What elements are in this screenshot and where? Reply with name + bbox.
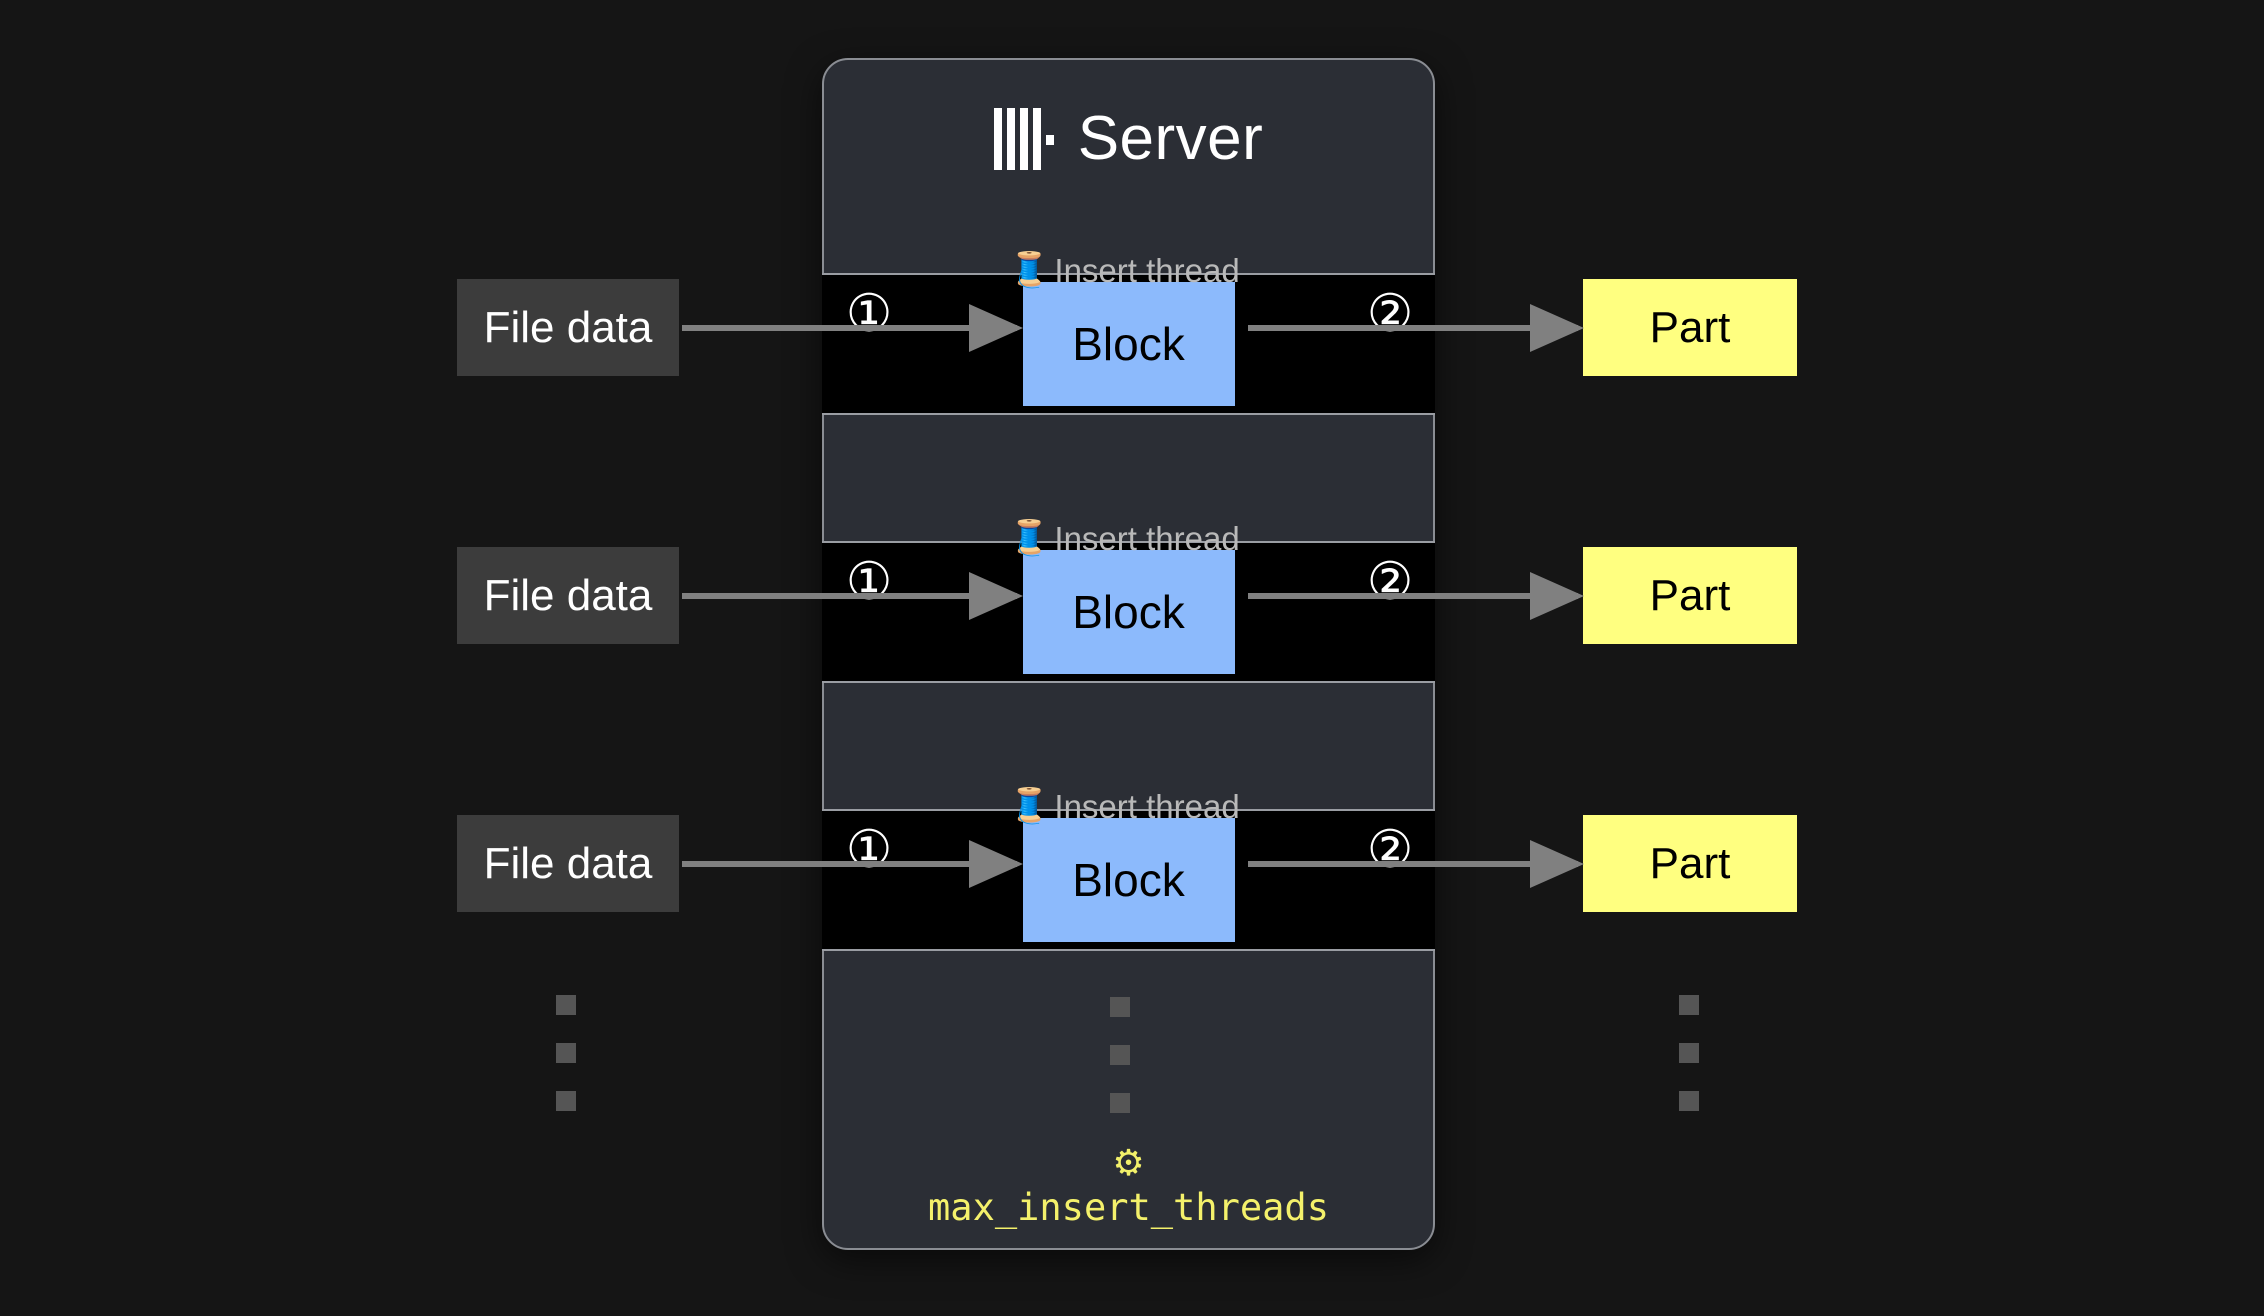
step-marker-in: ① bbox=[845, 821, 893, 879]
server-title: Server bbox=[1077, 104, 1264, 173]
ellipsis-dot bbox=[1679, 1043, 1699, 1063]
ellipsis-dot bbox=[1110, 1093, 1130, 1113]
part-box: Part bbox=[1583, 279, 1797, 376]
gear-icon: ⚙ bbox=[1112, 1142, 1145, 1183]
step-marker-out: ② bbox=[1366, 553, 1414, 611]
insert-thread-label: 🧵 Insert thread bbox=[1008, 521, 1240, 555]
block-box: Block bbox=[1022, 818, 1235, 942]
step-marker-out: ② bbox=[1366, 821, 1414, 879]
server-header: Server bbox=[824, 60, 1433, 218]
insert-thread-label-text: Insert thread bbox=[1054, 251, 1240, 289]
setting-annotation: ⚙ max_insert_threads bbox=[824, 1142, 1433, 1229]
part-box: Part bbox=[1583, 547, 1797, 644]
file-data-box: File data bbox=[457, 279, 679, 376]
file-data-box: File data bbox=[457, 815, 679, 912]
insert-thread-row: 🧵 Insert thread ① Block ② bbox=[822, 253, 1435, 415]
step-marker-out: ② bbox=[1366, 285, 1414, 343]
ellipsis-left bbox=[556, 995, 576, 1111]
block-label: Block bbox=[1072, 854, 1185, 906]
step-marker-in: ① bbox=[845, 553, 893, 611]
insert-thread-row: 🧵 Insert thread ① Block ② bbox=[822, 789, 1435, 951]
ellipsis-right bbox=[1679, 995, 1699, 1111]
part-box: Part bbox=[1583, 815, 1797, 912]
server-panel: Server 🧵 Insert thread ① Block ② 🧵 Inser… bbox=[822, 58, 1435, 1250]
insert-thread-label: 🧵 Insert thread bbox=[1008, 253, 1240, 287]
ellipsis-dot bbox=[1679, 995, 1699, 1015]
step-marker-in: ① bbox=[845, 285, 893, 343]
thread-spool-icon: 🧵 bbox=[1008, 519, 1051, 557]
file-data-box: File data bbox=[457, 547, 679, 644]
ellipsis-dot bbox=[1110, 997, 1130, 1017]
thread-spool-icon: 🧵 bbox=[1008, 251, 1051, 289]
ellipsis-dot bbox=[556, 1043, 576, 1063]
ellipsis-dot bbox=[556, 995, 576, 1015]
ellipsis-dot bbox=[1679, 1091, 1699, 1111]
part-label: Part bbox=[1649, 570, 1731, 620]
file-data-label: File data bbox=[483, 570, 653, 620]
insert-thread-label: 🧵 Insert thread bbox=[1008, 789, 1240, 823]
clickhouse-logo-icon bbox=[993, 108, 1054, 170]
insert-thread-label-text: Insert thread bbox=[1054, 787, 1240, 825]
file-data-label: File data bbox=[483, 302, 653, 352]
file-data-label: File data bbox=[483, 838, 653, 888]
ellipsis-dot bbox=[1110, 1045, 1130, 1065]
insert-thread-label-text: Insert thread bbox=[1054, 519, 1240, 557]
setting-name: max_insert_threads bbox=[928, 1186, 1329, 1229]
block-label: Block bbox=[1072, 318, 1185, 370]
part-label: Part bbox=[1649, 838, 1731, 888]
part-label: Part bbox=[1649, 302, 1731, 352]
ellipsis-dot bbox=[556, 1091, 576, 1111]
block-label: Block bbox=[1072, 586, 1185, 638]
thread-spool-icon: 🧵 bbox=[1008, 787, 1051, 825]
ellipsis-center bbox=[1110, 997, 1130, 1113]
block-box: Block bbox=[1022, 550, 1235, 674]
insert-thread-row: 🧵 Insert thread ① Block ② bbox=[822, 521, 1435, 683]
block-box: Block bbox=[1022, 282, 1235, 406]
